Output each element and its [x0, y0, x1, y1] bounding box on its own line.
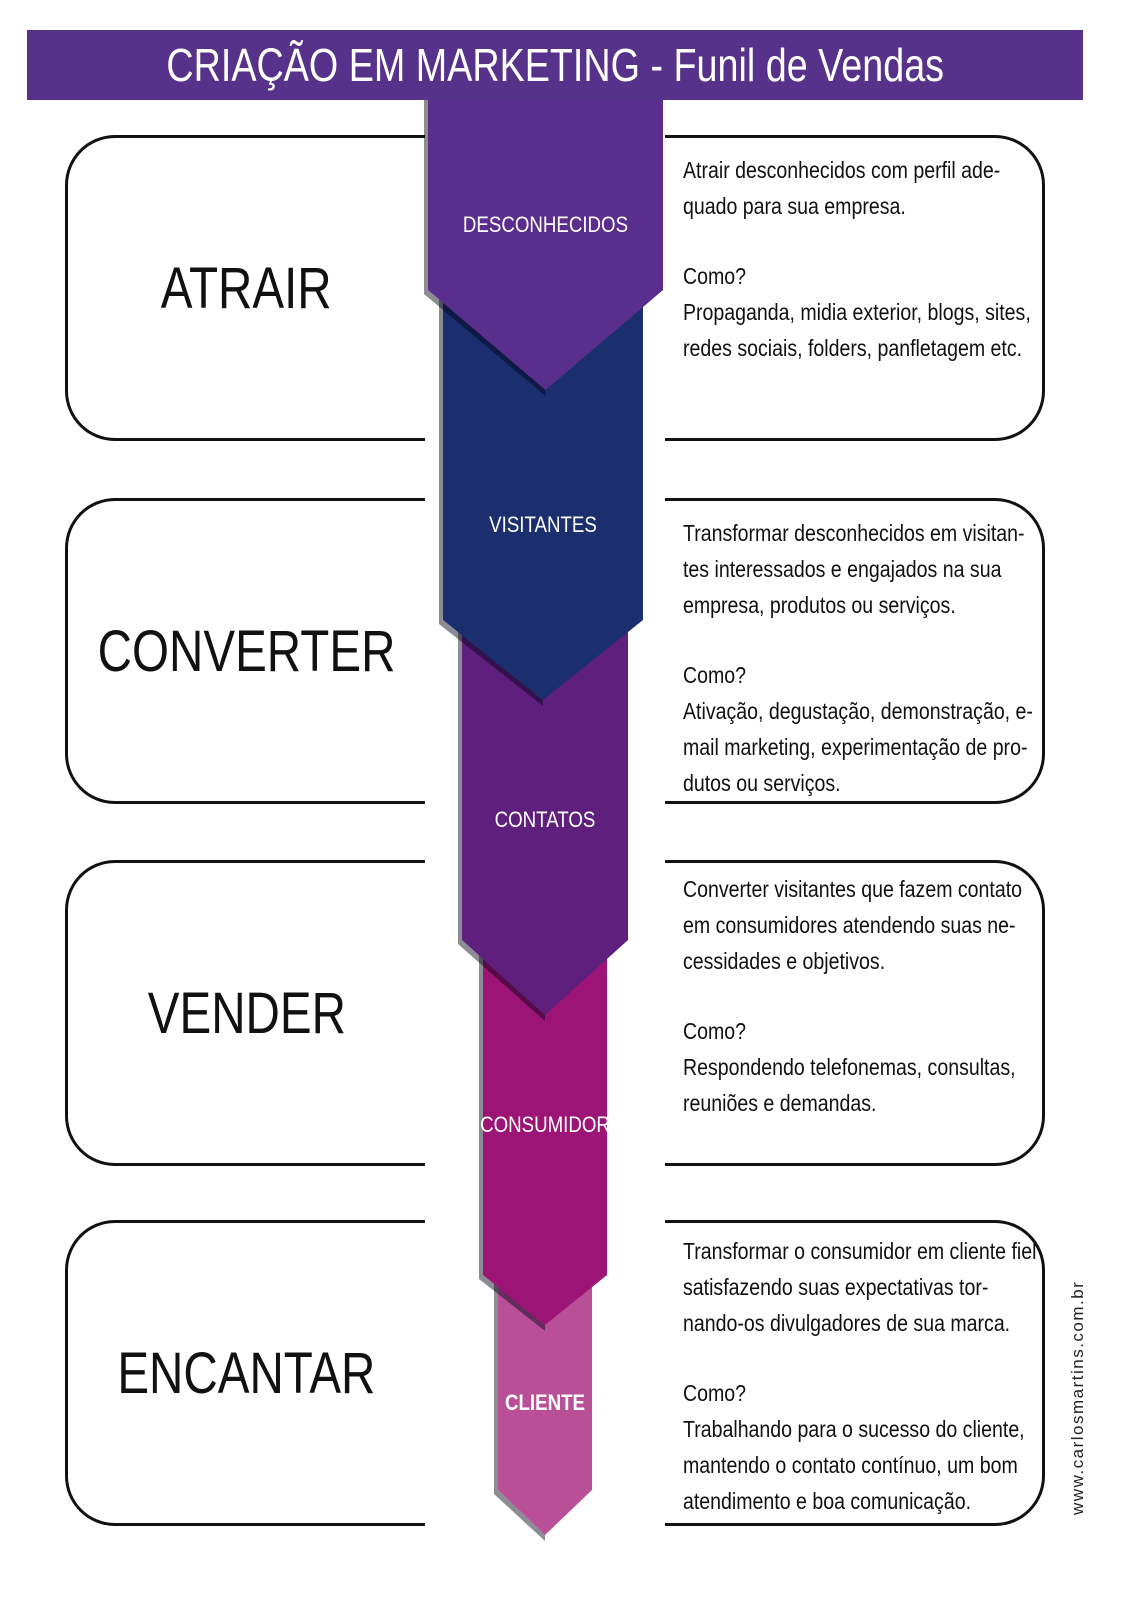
watermark: www.carlosmartins.com.br	[1068, 1280, 1087, 1515]
desc-line: cessidades e objetivos.	[683, 948, 886, 974]
title-banner: CRIAÇÃO EM MARKETING - Funil de Vendas	[27, 30, 1083, 100]
stage-action: ENCANTAR	[117, 1340, 376, 1406]
funnel-stage: CONTATOS	[458, 600, 628, 1021]
how-line: dutos ou serviços.	[683, 770, 841, 796]
funnel-label: VISITANTES	[489, 514, 597, 538]
desc-line: tes interessados e engajados na sua	[683, 556, 1002, 582]
funnel-label: DESCONHECIDOS	[463, 214, 628, 238]
how-label: Como?	[683, 263, 747, 289]
how-line: mail marketing, experimentação de pro-	[683, 734, 1028, 760]
chevron-shape	[483, 930, 607, 1325]
funnel-label: CLIENTE	[505, 1392, 585, 1416]
stage-description: Transformar o consumidor em cliente fiel…	[665, 1220, 1045, 1526]
desc-line: quado para sua empresa.	[683, 193, 906, 219]
desc-line: em consumidores atendendo suas ne-	[683, 912, 1016, 938]
funnel-stage: CLIENTE	[494, 1280, 592, 1541]
stage-description: Atrair desconhecidos com perfil ade- qua…	[665, 135, 1045, 441]
stage-description: Converter visitantes que fazem contato e…	[665, 860, 1045, 1166]
stage-action: ATRAIR	[161, 255, 332, 321]
desc-line: Converter visitantes que fazem contato	[683, 876, 1023, 902]
how-line: atendimento e boa comunicação.	[683, 1488, 972, 1514]
how-label: Como?	[683, 662, 747, 688]
funnel-stage: CONSUMIDOR	[479, 930, 610, 1331]
funnel-label: CONSUMIDOR	[480, 1114, 610, 1138]
stage-box-attract: ATRAIR	[65, 135, 425, 441]
chevron-shape	[443, 280, 643, 700]
how-line: reuniões e demandas.	[683, 1090, 877, 1116]
desc-line: nando-os divulgadores de sua marca.	[683, 1310, 1011, 1336]
chevron-shape	[428, 100, 663, 390]
stage-action: CONVERTER	[97, 618, 396, 684]
how-line: Trabalhando para o sucesso do cliente,	[683, 1416, 1025, 1442]
funnel-label: CONTATOS	[495, 809, 596, 833]
how-line: mantendo o contato contínuo, um bom	[683, 1452, 1018, 1478]
stage-box-sell: VENDER	[65, 860, 425, 1166]
page-title: CRIAÇÃO EM MARKETING - Funil de Vendas	[166, 39, 944, 91]
funnel-stage: DESCONHECIDOS	[424, 100, 663, 396]
chevron-shape	[462, 600, 628, 1015]
desc-line: Atrair desconhecidos com perfil ade-	[683, 157, 1001, 183]
how-label: Como?	[683, 1018, 747, 1044]
desc-line: satisfazendo suas expectativas tor-	[683, 1274, 989, 1300]
stage-box-convert: CONVERTER	[65, 498, 425, 804]
how-line: redes sociais, folders, panfletagem etc.	[683, 335, 1023, 361]
desc-line: Transformar desconhecidos em visitan-	[683, 520, 1025, 546]
desc-line: empresa, produtos ou serviços.	[683, 592, 956, 618]
stage-description: Transformar desconhecidos em visitan- te…	[665, 498, 1045, 804]
stage-action: VENDER	[147, 980, 346, 1046]
chevron-shape	[498, 1280, 592, 1535]
how-line: Respondendo telefonemas, consultas,	[683, 1054, 1016, 1080]
how-label: Como?	[683, 1380, 747, 1406]
funnel-stage: VISITANTES	[439, 280, 643, 706]
stage-box-delight: ENCANTAR	[65, 1220, 425, 1526]
